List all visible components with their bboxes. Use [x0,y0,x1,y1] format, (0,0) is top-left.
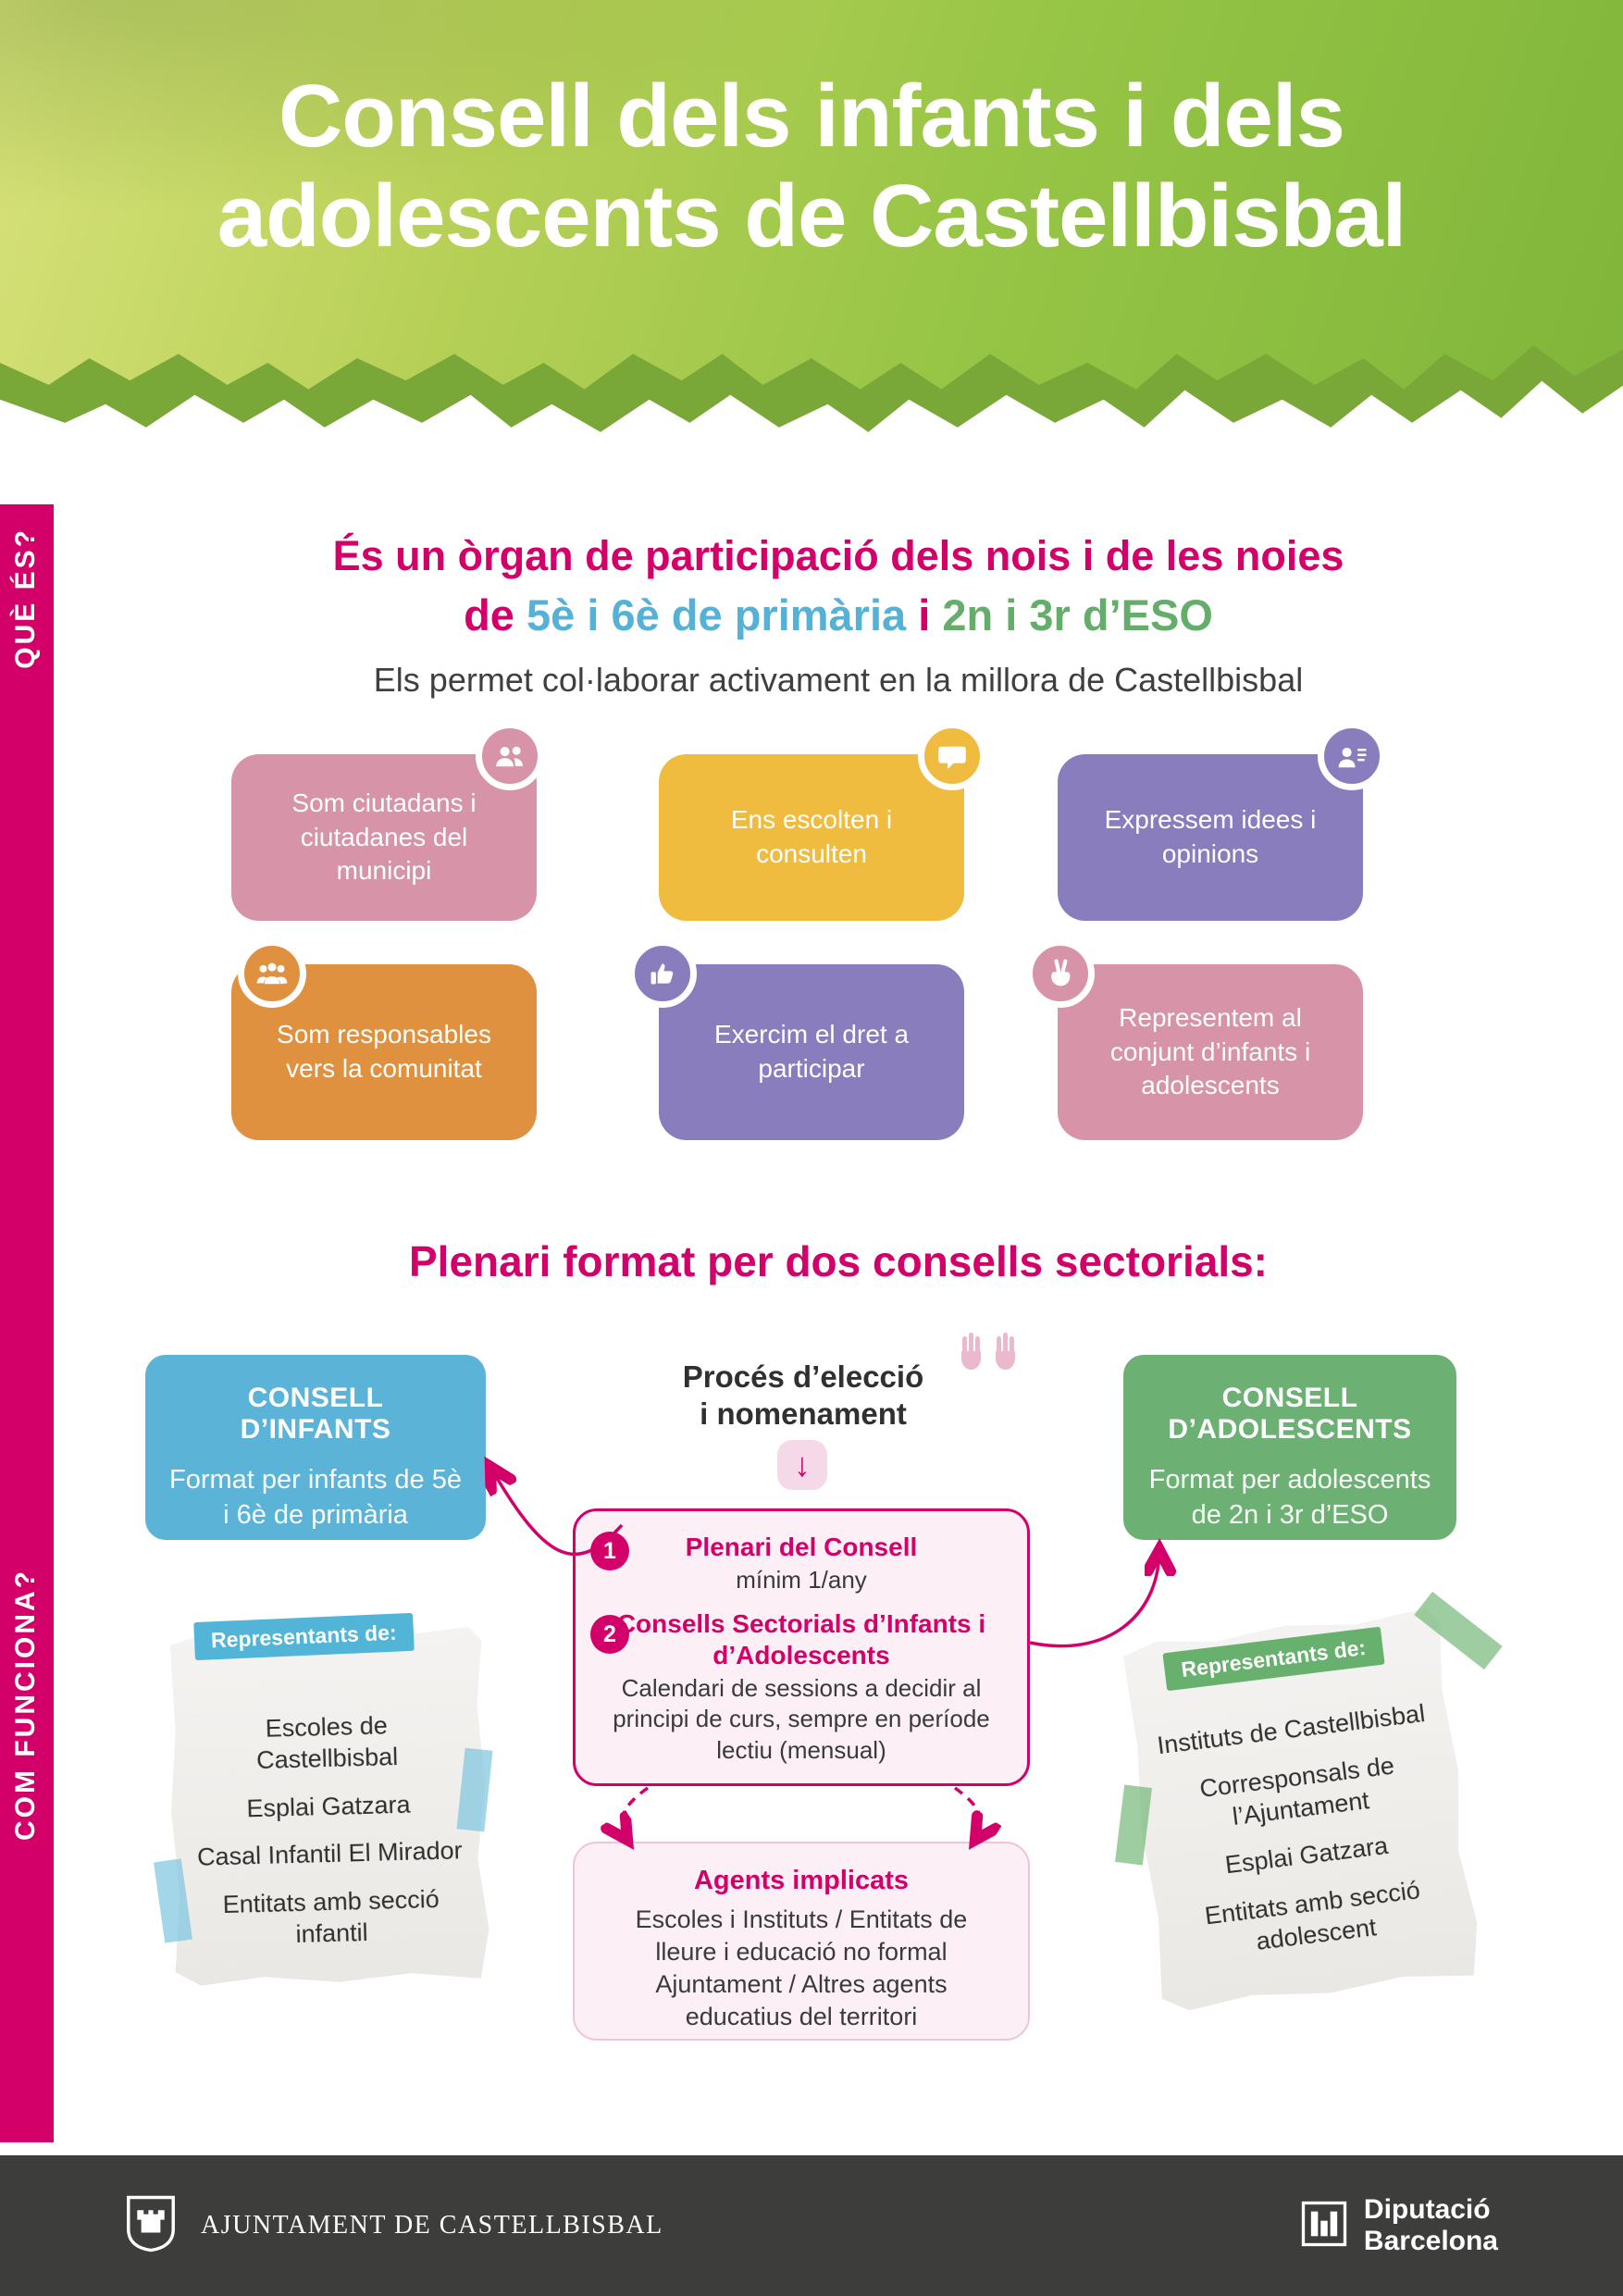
intro-line-1: És un òrgan de participació dels nois i … [332,532,1344,579]
arrow-to-adolescents [1029,1550,1159,1648]
process-line-2: i nomenament [700,1396,907,1432]
diputacio-emblem-icon [1301,2201,1347,2252]
process-line-1: Procés d’elecció [682,1359,924,1394]
note-item: Entitats amb secció infantil [222,1884,440,1948]
consell-infants-box: CONSELL D’INFANTS Format per infants de … [145,1355,486,1540]
card-label: Representem al conjunt d’infants i adole… [1109,1002,1311,1100]
footer-bar: AJUNTAMENT DE CASTELLBISBAL Diputació Ba… [0,2155,1623,2296]
title-line-2: adolescents de Castellbisbal [217,166,1407,266]
castle-shield-icon [125,2194,177,2258]
victory-hand-icon [1026,939,1095,1008]
raised-hands-icon [955,1331,1022,1384]
intro-block: És un òrgan de participació dels nois i … [54,532,1623,700]
card-exercim: Exercim el dret a participar [659,964,964,1140]
consell-adolescents-box: CONSELL D’ADOLESCENTS Format per adolesc… [1123,1355,1456,1540]
step-1-badge: 1 [590,1532,629,1570]
sidebar-label-que-es: QUÈ ÉS? [10,527,41,669]
intro-line2-prefix: de [464,590,527,639]
consell-infants-body: Format per infants de 5è i 6è de primàri… [169,1465,462,1531]
plenari-box: 1 2 Plenari del Consell mínim 1/any Cons… [573,1508,1030,1786]
left-note-items: Escoles de Castellbisbal Esplai Gatzara … [168,1708,489,1970]
down-arrow-icon: ↓ [777,1440,827,1490]
section2-heading: Plenari format per dos consells sectoria… [409,1237,1268,1285]
step-2-body: Calendari de sessions a decidir al princ… [613,1673,990,1765]
left-note-paper: Escoles de Castellbisbal Esplai Gatzara … [167,1627,490,1987]
ajuntament-logo: AJUNTAMENT DE CASTELLBISBAL [125,2194,663,2258]
speech-bubble-icon [918,722,986,790]
card-representem: Representem al conjunt d’infants i adole… [1058,964,1363,1140]
note-item: Escoles de Castellbisbal [255,1711,399,1774]
intro-line2-primaria: 5è i 6è de primària [527,590,907,639]
sidebar-label-com-funciona: COM FUNCIONA? [10,1569,41,1841]
diputacio-line-2: Barcelona [1363,2226,1498,2256]
agents-title: Agents implicats [693,1866,910,1895]
note-item: Esplai Gatzara [246,1790,411,1822]
card-label: Exercim el dret a participar [713,1020,910,1083]
step-1-body: mínim 1/any [736,1565,867,1594]
diputacio-label: Diputació Barcelona [1364,2194,1498,2256]
step-2-badge: 2 [590,1615,629,1654]
consell-adolescents-body: Format per adolescents de 2n i 3r d’ESO [1148,1465,1431,1531]
step-2-title: Consells Sectorials d’Infants i d’Adoles… [616,1609,986,1669]
intro-line2-eso: 2n i 3r d’ESO [942,590,1213,639]
note-item: Corresponsals de l’Ajuntament [1197,1751,1396,1831]
card-label: Expressem idees i opinions [1104,805,1317,868]
diputacio-logo: Diputació Barcelona [1301,2194,1498,2256]
card-ens-escolten: Ens escolten i consulten [659,754,964,921]
right-note-items: Instituts de Castellbisbal Corresponsals… [1130,1695,1481,1987]
diputacio-line-1: Diputació [1363,2194,1491,2226]
dashed-arrow-left [622,1786,650,1840]
card-som-ciutadans: Som ciutadans i ciutadanes del municipi [231,754,537,921]
card-label: Som ciutadans i ciutadanes del municipi [291,788,477,886]
page-title: Consell dels infants i dels adolescents … [0,67,1623,266]
header-banner: Consell dels infants i dels adolescents … [0,0,1623,390]
opinions-icon [1318,722,1386,790]
consell-infants-title: CONSELL D’INFANTS [240,1383,391,1445]
community-icon [238,939,306,1008]
step-1-title: Plenari del Consell [685,1533,918,1561]
process-label: Procés d’elecció i nomenament [637,1359,970,1433]
card-label: Ens escolten i consulten [730,805,893,868]
agents-body: Escoles i Instituts / Entitats de lleure… [635,1905,968,2031]
note-item: Casal Infantil El Mirador [196,1836,463,1871]
ajuntament-label: AJUNTAMENT DE CASTELLBISBAL [201,2211,663,2240]
thumbs-up-icon [628,939,697,1008]
intro-subtitle: Els permet col·laborar activament en la … [373,661,1304,699]
consell-adolescents-title: CONSELL D’ADOLESCENTS [1168,1383,1412,1445]
title-line-1: Consell dels infants i dels [279,67,1345,166]
note-item: Entitats amb secció adolescent [1203,1876,1422,1955]
intro-line-2: de 5è i 6è de primària i 2n i 3r d’ESO [54,590,1623,640]
sidebar-strip [0,504,54,2142]
card-label: Som responsables vers la comunitat [277,1020,491,1083]
intro-line2-mid: i [906,590,943,639]
dashed-arrow-right [953,1786,981,1840]
agents-box: Agents implicats Escoles i Instituts / E… [573,1842,1030,2041]
card-expressem: Expressem idees i opinions [1058,754,1363,921]
citizens-icon [476,722,544,790]
